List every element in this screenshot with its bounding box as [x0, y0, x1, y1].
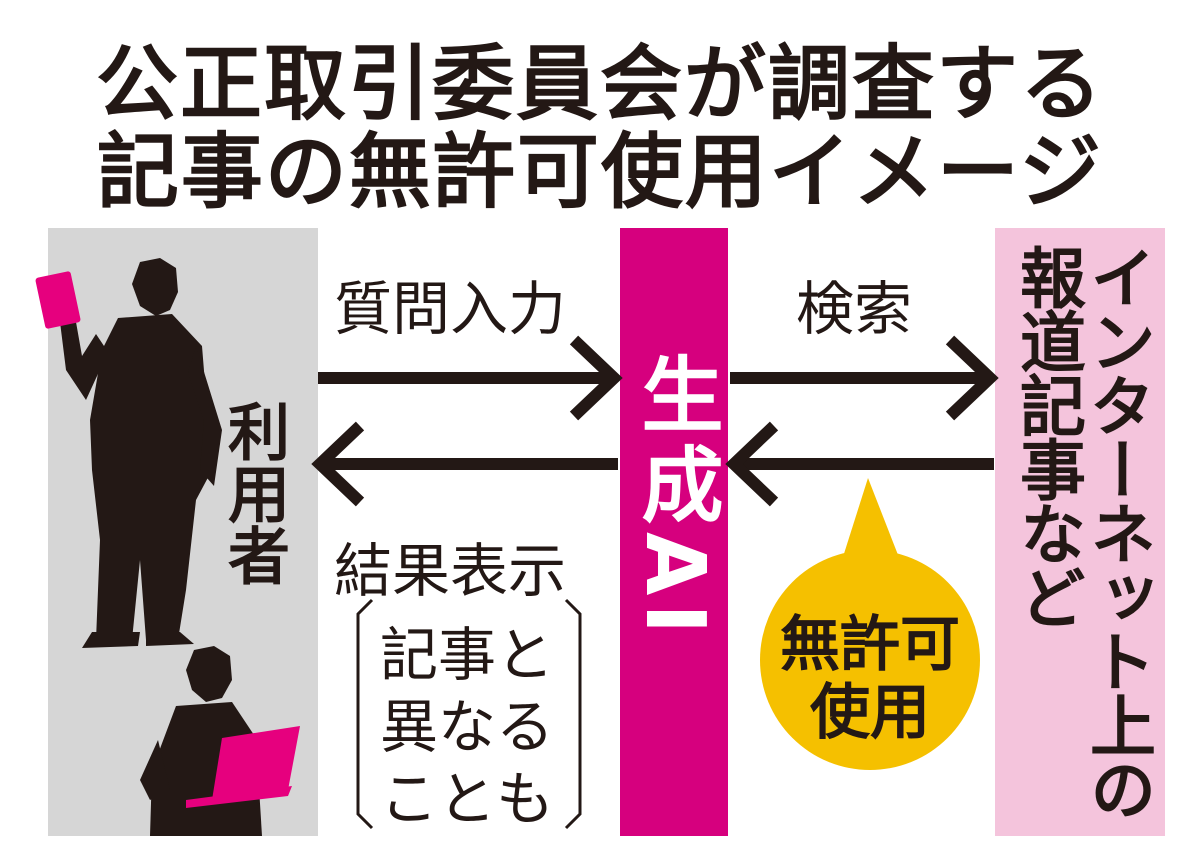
title-line-2: 記事の無許可使用イメージ	[96, 125, 1104, 220]
search-label: 検索	[796, 275, 913, 343]
laptop-icon	[212, 726, 300, 800]
ai-label: 生成AI	[627, 352, 722, 642]
laptop-person-icon	[140, 646, 262, 836]
user-label: 利用者	[217, 400, 290, 586]
question-label: 質問入力	[334, 275, 567, 343]
note-line-1: 記事と	[380, 621, 555, 689]
usage-arrow	[725, 421, 994, 507]
speech-bubble	[760, 478, 980, 770]
bubble-line-1: 無許可	[780, 610, 960, 680]
result-arrow	[311, 421, 618, 507]
standing-person-icon	[60, 258, 222, 648]
ai-panel	[620, 228, 728, 836]
phone-icon	[35, 271, 81, 329]
source-panel	[995, 228, 1165, 836]
source-label: インターネット上の報道記事など	[1009, 244, 1156, 820]
title-line-1: 公正取引委員会が調査する	[95, 37, 1104, 132]
note-line-3: ことも	[380, 765, 555, 833]
result-label: 結果表示	[334, 537, 567, 605]
bubble-line-2: 使用	[810, 678, 930, 748]
question-arrow	[318, 335, 623, 421]
note-line-2: 異なる	[380, 693, 555, 761]
search-arrow	[730, 335, 999, 421]
note-bracket	[356, 598, 582, 830]
